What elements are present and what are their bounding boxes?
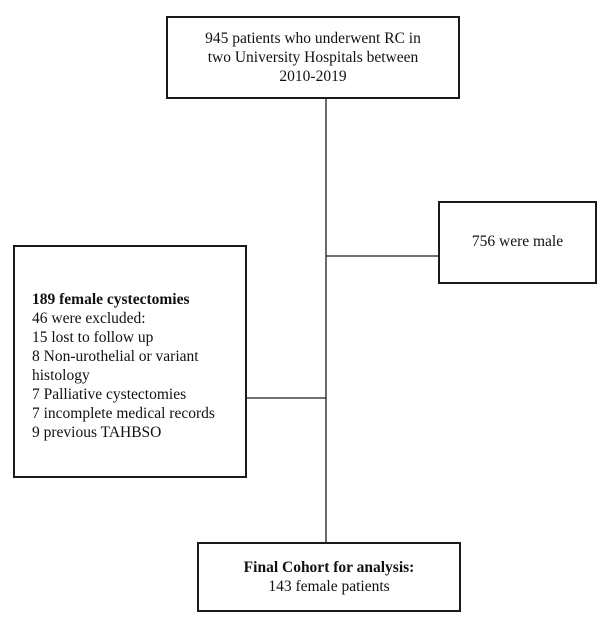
histology-line: histology xyxy=(32,367,90,384)
total-patients-box: 945 patients who underwent RC in two Uni… xyxy=(166,16,460,99)
final-cohort-box: Final Cohort for analysis: 143 female pa… xyxy=(197,542,461,612)
non-urothelial-line: 8 Non-urothelial or variant xyxy=(32,348,199,365)
male-patients-box: 756 were male xyxy=(438,201,597,284)
palliative-cystectomies-line: 7 Palliative cystectomies xyxy=(32,386,187,403)
incomplete-records-line: 7 incomplete medical records xyxy=(32,405,215,422)
final-cohort-count: 143 female patients xyxy=(268,578,390,595)
female-cystectomies-title: 189 female cystectomies xyxy=(32,291,190,308)
final-cohort-title: Final Cohort for analysis: xyxy=(243,559,415,576)
lost-to-follow-up-line: 15 lost to follow up xyxy=(32,329,154,346)
total-patients-text: 945 patients who underwent RC in two Uni… xyxy=(205,30,421,85)
female-cystectomies-box: 189 female cystectomies 46 were excluded… xyxy=(13,245,247,478)
male-patients-text: 756 were male xyxy=(471,233,564,250)
excluded-count-line: 46 were excluded: xyxy=(32,310,146,327)
previous-tahbso-line: 9 previous TAHBSO xyxy=(32,424,162,441)
